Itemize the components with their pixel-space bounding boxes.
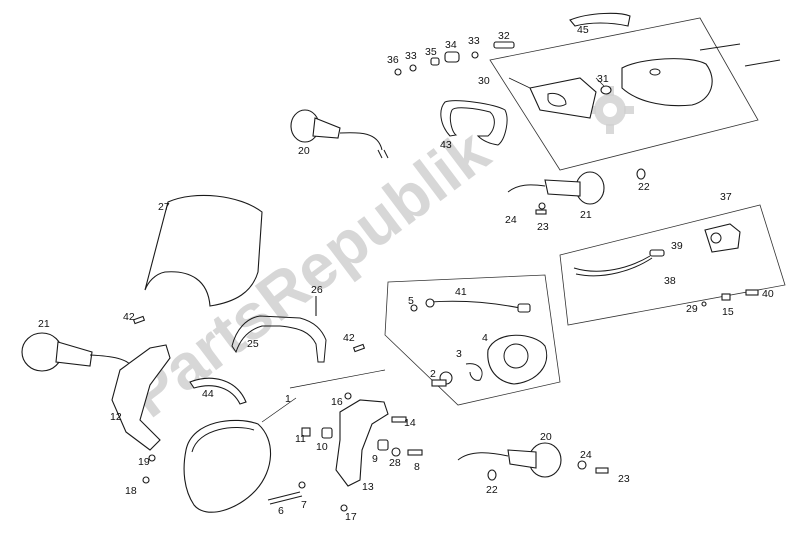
label-29: 29: [686, 303, 698, 315]
label-20-top: 20: [298, 145, 310, 157]
part-21-indicator-left: [21, 332, 135, 372]
label-25: 25: [247, 338, 259, 350]
label-9: 9: [372, 453, 378, 465]
label-45: 45: [577, 24, 589, 36]
label-23-top: 23: [537, 221, 549, 233]
label-22-top: 22: [638, 181, 650, 193]
part-22-bulb-top: [636, 168, 646, 180]
label-42-left: 42: [123, 311, 135, 323]
part-20-indicator-bottom: [457, 442, 609, 478]
taillight-assembly-frame: [489, 17, 759, 171]
label-19: 19: [138, 456, 150, 468]
label-2: 2: [430, 368, 436, 380]
part-44-trim: [189, 377, 247, 405]
part-13-bracket: [335, 399, 389, 487]
label-35: 35: [425, 46, 437, 58]
part-21-indicator-right: [507, 171, 605, 215]
part-1-headlight: [183, 419, 272, 513]
part-20-indicator-top: [290, 109, 389, 159]
label-24-bottom: 24: [580, 449, 592, 461]
headlight-bulb-assembly-frame: [384, 274, 561, 406]
label-34: 34: [445, 39, 457, 51]
part-42-pin-right: [352, 343, 366, 353]
part-25-bracket: [231, 315, 327, 363]
label-4: 4: [482, 332, 488, 344]
label-13: 13: [362, 481, 374, 493]
label-42-right: 42: [343, 332, 355, 344]
label-5: 5: [408, 295, 414, 307]
label-17: 17: [345, 511, 357, 523]
part-30-tail-light: [529, 43, 781, 119]
part-42-pin-left: [132, 315, 146, 325]
label-23-bottom: 23: [618, 473, 630, 485]
label-24-top: 24: [505, 214, 517, 226]
label-3: 3: [456, 348, 462, 360]
license-light-assembly-frame: [559, 204, 786, 326]
label-38: 38: [664, 275, 676, 287]
label-22-bottom: 22: [486, 484, 498, 496]
label-21-left: 21: [38, 318, 50, 330]
label-44: 44: [202, 388, 214, 400]
label-28: 28: [389, 457, 401, 469]
label-11: 11: [295, 433, 306, 445]
label-14: 14: [404, 417, 416, 429]
part-45-cover: [569, 12, 631, 27]
label-18: 18: [125, 485, 137, 497]
label-21-right: 21: [580, 209, 592, 221]
label-36: 36: [387, 54, 399, 66]
label-32: 32: [498, 30, 510, 42]
parts-37-40-license-light: [573, 223, 759, 307]
label-31: 31: [597, 73, 609, 85]
part-43-bracket: [440, 100, 508, 146]
label-10: 10: [316, 441, 328, 453]
label-15: 15: [722, 306, 734, 318]
label-33-right: 33: [468, 35, 480, 47]
label-33-left: 33: [405, 50, 417, 62]
label-43: 43: [440, 139, 452, 151]
label-20-bottom: 20: [540, 431, 552, 443]
part-12-bracket: [111, 344, 171, 451]
label-1: 1: [285, 393, 291, 405]
label-30: 30: [478, 75, 490, 87]
label-8: 8: [414, 461, 420, 473]
frame-leader: [289, 369, 386, 389]
label-39: 39: [671, 240, 683, 252]
part-number-labels: 45 32 33 34 35 33 36 30 31 43 20 22 21 2…: [38, 24, 774, 523]
label-41: 41: [455, 286, 467, 298]
leader-lines: [261, 77, 605, 423]
label-27: 27: [158, 201, 170, 213]
parts-6-19-hardware: [142, 392, 423, 512]
label-12: 12: [110, 411, 122, 423]
label-6: 6: [278, 505, 284, 517]
label-37: 37: [720, 191, 732, 203]
parts-2-5-41-bulb-assembly: [410, 298, 548, 387]
label-16: 16: [331, 396, 343, 408]
assembly-frames: [289, 17, 786, 406]
part-22-bulb-bottom: [487, 469, 497, 481]
label-40: 40: [762, 288, 774, 300]
label-7: 7: [301, 499, 307, 511]
parts-32-36-hardware: [394, 41, 515, 76]
label-26: 26: [311, 284, 323, 296]
part-27-windscreen: [144, 194, 263, 307]
